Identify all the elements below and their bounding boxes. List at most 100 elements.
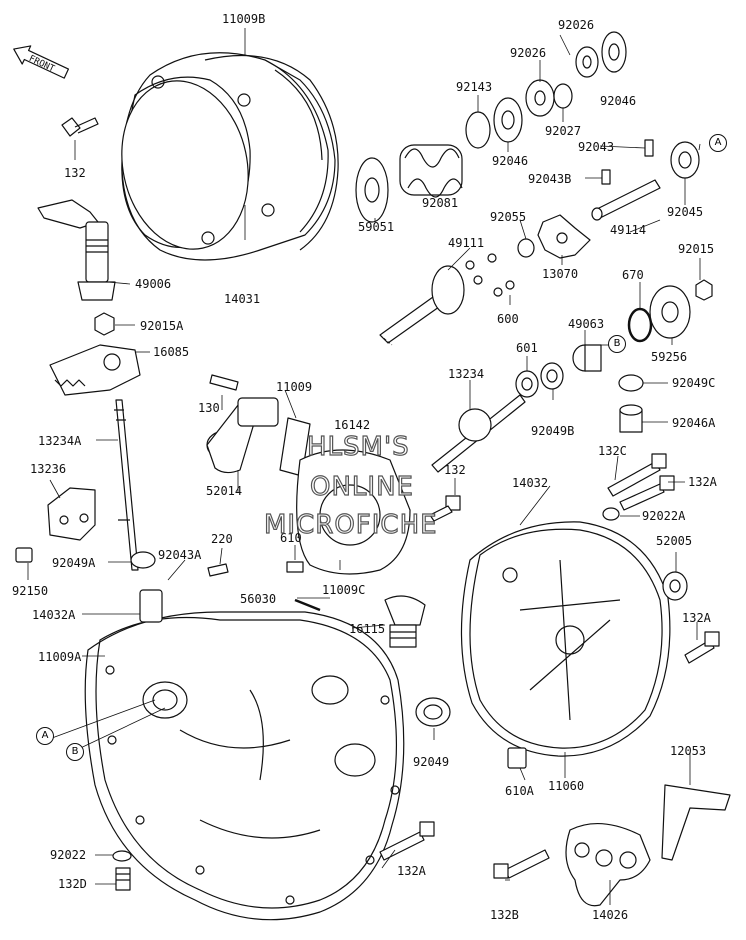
washer-92022 <box>112 850 132 862</box>
bolt-132 <box>61 117 99 137</box>
label-56030: 56030 <box>240 592 277 606</box>
seal-92049C <box>618 374 644 392</box>
label-610A: 610A <box>505 784 534 798</box>
washer-92026-b <box>575 46 599 78</box>
bolt-132A-r1 <box>619 475 675 511</box>
front-arrow-icon: FRONT <box>13 45 70 79</box>
dowel-610 <box>286 561 304 573</box>
leader-lines <box>27 28 701 905</box>
label-92055: 92055 <box>490 210 527 224</box>
pump-cover-11009C <box>296 449 411 575</box>
filler-cap-16115 <box>384 595 426 648</box>
label-132C: 132C <box>598 444 627 458</box>
label-49063: 49063 <box>568 317 605 331</box>
label-16142: 16142 <box>334 418 371 432</box>
label-11060: 11060 <box>548 779 585 793</box>
label-13234A: 13234A <box>38 434 82 448</box>
label-92015: 92015 <box>678 242 715 256</box>
label-14031: 14031 <box>224 292 261 306</box>
label-92026-b: 92026 <box>510 46 547 60</box>
label-92046-b: 92046 <box>492 154 529 168</box>
label-16115: 16115 <box>349 622 386 636</box>
bolt-132A-bottom <box>379 821 435 861</box>
shaft-49111 <box>379 265 465 344</box>
ring-92055 <box>517 238 535 258</box>
label-92015A: 92015A <box>140 319 184 333</box>
label-59051: 59051 <box>358 220 395 234</box>
label-52014: 52014 <box>206 484 243 498</box>
ref-A-top: A <box>709 134 727 152</box>
outer-cover-14032 <box>460 521 671 757</box>
label-132A-bottom: 132A <box>397 864 426 878</box>
label-132D: 132D <box>58 877 87 891</box>
watermark-line-3: MICROFICHE <box>263 510 438 540</box>
collar-92027 <box>553 83 573 109</box>
label-14032A: 14032A <box>32 608 76 622</box>
bolt-132A-r2 <box>684 631 720 664</box>
o-ring-670 <box>627 307 653 343</box>
label-49111: 49111 <box>448 236 485 250</box>
label-132-mid: 132 <box>444 463 466 477</box>
label-220: 220 <box>211 532 233 546</box>
crankcase-cover-14032A <box>84 589 405 921</box>
nut-92015 <box>695 279 713 301</box>
nut-92015A <box>94 312 115 336</box>
label-92150: 92150 <box>12 584 49 598</box>
shaft-49114 <box>591 179 661 221</box>
impeller-59256 <box>649 285 691 339</box>
label-92022A: 92022A <box>642 509 686 523</box>
steel-balls-600 <box>465 253 515 297</box>
label-92026-a: 92026 <box>558 18 595 32</box>
label-92049A: 92049A <box>52 556 96 570</box>
label-11009C: 11009C <box>322 583 366 597</box>
label-16085: 16085 <box>153 345 190 359</box>
label-601: 601 <box>516 341 538 355</box>
bolt-132B <box>493 849 550 879</box>
part-56030 <box>294 598 321 612</box>
label-13234: 13234 <box>448 367 485 381</box>
watermark-line-1: HLSM'S <box>306 432 410 462</box>
label-132A-r2: 132A <box>682 611 711 625</box>
label-92046-a: 92046 <box>600 94 637 108</box>
part-49063 <box>572 344 602 372</box>
label-132: 132 <box>64 166 86 180</box>
label-92081: 92081 <box>422 196 459 210</box>
bolt-132C <box>607 453 667 497</box>
washer-92022A <box>602 507 620 521</box>
label-600: 600 <box>497 312 519 326</box>
label-92043A: 92043A <box>158 548 202 562</box>
thrust-bearing-92046-a <box>493 97 523 143</box>
shaft-13234 <box>431 394 526 473</box>
label-13070: 13070 <box>542 267 579 281</box>
dowel-610A <box>507 747 527 769</box>
bolt-132D <box>115 867 131 891</box>
bearing-601 <box>515 370 539 398</box>
lever-13236 <box>47 487 96 541</box>
bearing-92046A <box>619 404 643 433</box>
plug-92150 <box>15 547 33 563</box>
label-11009A: 11009A <box>38 650 82 664</box>
label-92049: 92049 <box>413 755 450 769</box>
label-130: 130 <box>198 401 220 415</box>
bearing-92045 <box>670 141 700 179</box>
gear-59051 <box>355 157 389 223</box>
label-52005: 52005 <box>656 534 693 548</box>
label-11009: 11009 <box>276 380 313 394</box>
label-92043B: 92043B <box>528 172 572 186</box>
label-92049B: 92049B <box>531 424 575 438</box>
shift-shaft-13234A <box>114 399 139 571</box>
label-92027: 92027 <box>545 124 582 138</box>
label-92022: 92022 <box>50 848 87 862</box>
ref-A-left: A <box>36 727 54 745</box>
watermark-line-2: ONLINE <box>309 472 414 502</box>
label-59256: 59256 <box>651 350 688 364</box>
label-92045: 92045 <box>667 205 704 219</box>
governor-13070 <box>537 214 591 259</box>
label-92043: 92043 <box>578 140 615 154</box>
label-12053: 12053 <box>670 744 707 758</box>
label-13236: 13236 <box>30 462 67 476</box>
thrust-bearing-92046-b <box>601 31 627 73</box>
label-132A-r1: 132A <box>688 475 717 489</box>
ref-B-top: B <box>608 335 626 353</box>
bolt-132-mid <box>429 495 461 522</box>
